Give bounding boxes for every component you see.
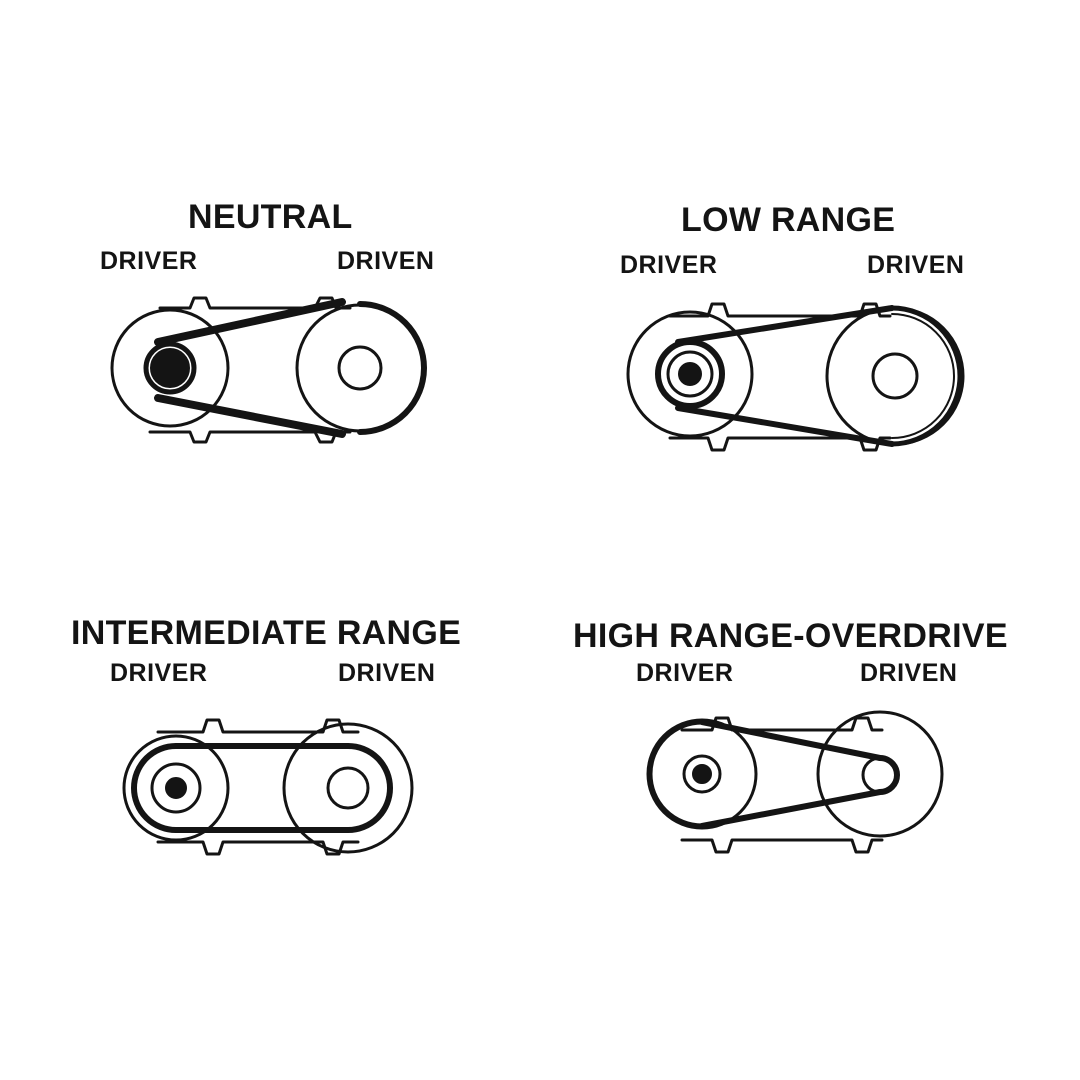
driven-pulley bbox=[284, 724, 412, 852]
driver-shaft bbox=[679, 363, 701, 385]
driver-shaft bbox=[152, 350, 188, 386]
driven-shaft bbox=[863, 758, 897, 792]
driver-label: DRIVER bbox=[100, 247, 198, 275]
driver-shaft bbox=[693, 765, 711, 783]
drive-belt bbox=[158, 302, 342, 434]
diagram-title: LOW RANGE bbox=[681, 201, 896, 239]
driven-shaft bbox=[339, 347, 381, 389]
cvt-pulley-drawing bbox=[642, 712, 952, 862]
driver-shaft bbox=[166, 778, 186, 798]
belt-outer-loop bbox=[348, 746, 390, 830]
cvt-pulley-drawing bbox=[110, 290, 430, 450]
driver-pulley bbox=[628, 312, 752, 436]
belt-outer-loop bbox=[360, 304, 424, 432]
cvt-pulley-drawing bbox=[630, 296, 970, 456]
cvt-pulley-drawing bbox=[118, 710, 428, 870]
belt-outer-loop bbox=[880, 758, 897, 792]
driver-pulley bbox=[124, 736, 228, 840]
driver-label: DRIVER bbox=[636, 659, 734, 687]
driven-pulley bbox=[818, 712, 942, 836]
driven-shaft bbox=[328, 768, 368, 808]
transmission-housing bbox=[158, 720, 358, 854]
driven-label: DRIVEN bbox=[338, 659, 436, 687]
driver-label: DRIVER bbox=[110, 659, 208, 687]
drive-belt bbox=[176, 746, 348, 830]
belt-outer-loop bbox=[892, 308, 960, 444]
driver-pulley bbox=[112, 310, 228, 426]
driver-belt-loop bbox=[658, 342, 722, 406]
driven-label: DRIVEN bbox=[860, 659, 958, 687]
driven-label: DRIVEN bbox=[337, 247, 435, 275]
driven-label: DRIVEN bbox=[867, 251, 965, 279]
drive-belt bbox=[678, 308, 892, 444]
driver-label: DRIVER bbox=[620, 251, 718, 279]
drive-belt bbox=[702, 722, 880, 826]
diagram-title: INTERMEDIATE RANGE bbox=[71, 614, 462, 652]
driven-shaft bbox=[873, 354, 917, 398]
diagram-title: HIGH RANGE-OVERDRIVE bbox=[573, 617, 1008, 655]
diagram-title: NEUTRAL bbox=[188, 198, 353, 236]
